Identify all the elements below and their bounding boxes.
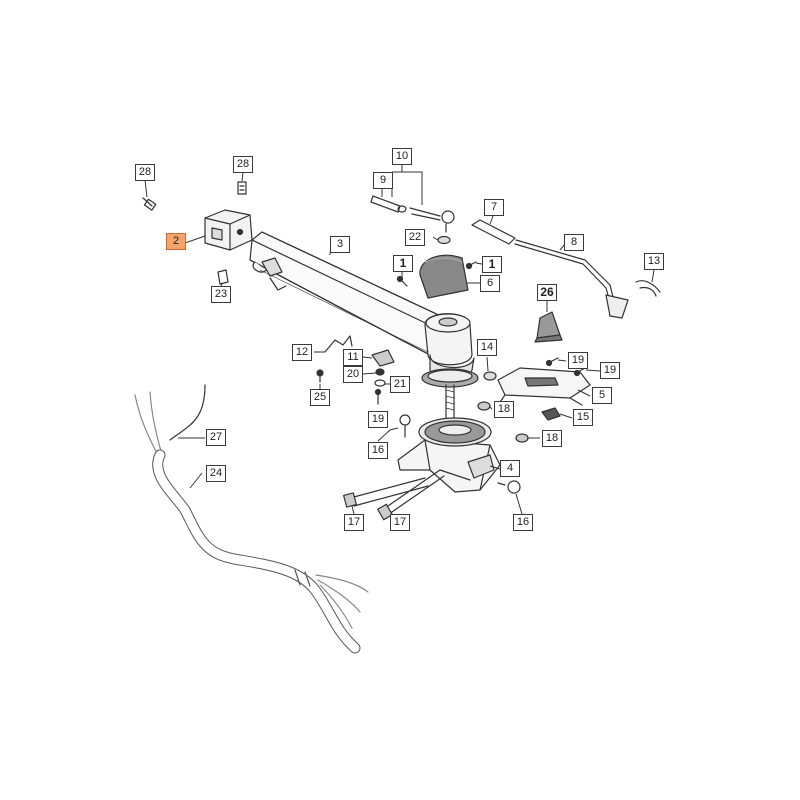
callout-20[interactable]: 20 [343, 366, 363, 383]
callout-23[interactable]: 23 [211, 286, 231, 303]
spring-12 [324, 335, 353, 353]
latch-plate-5 [497, 367, 591, 406]
callout-1-right[interactable]: 1 [482, 256, 502, 273]
eye-bolt-16-left [399, 414, 411, 438]
callout-25[interactable]: 25 [310, 389, 330, 406]
washer-21 [374, 379, 386, 387]
pad-15 [541, 407, 561, 421]
screw-1-right [465, 261, 477, 270]
bracket-part-2 [204, 209, 253, 251]
clip-11 [371, 349, 395, 367]
callout-24[interactable]: 24 [206, 465, 226, 482]
callout-22[interactable]: 22 [405, 229, 425, 246]
callout-7[interactable]: 7 [484, 199, 504, 216]
knob-26 [534, 311, 563, 343]
callout-6[interactable]: 6 [480, 275, 500, 292]
nut-14 [483, 371, 497, 381]
callout-2-highlighted[interactable]: 2 [166, 233, 186, 250]
callout-4[interactable]: 4 [500, 460, 520, 477]
callout-16-left[interactable]: 16 [368, 442, 388, 459]
callout-19-lower-right[interactable]: 19 [600, 362, 620, 379]
rod-7 [471, 219, 516, 245]
callout-18-lower[interactable]: 18 [542, 430, 562, 447]
leader-lines [144, 164, 655, 516]
callout-5[interactable]: 5 [592, 387, 612, 404]
callout-12[interactable]: 12 [292, 344, 312, 361]
bolt-28-left [142, 197, 157, 211]
callout-10[interactable]: 10 [392, 148, 412, 165]
rod-10-end [409, 207, 455, 233]
callout-28-top[interactable]: 28 [233, 156, 253, 173]
callout-3[interactable]: 3 [330, 236, 350, 253]
washer-22 [437, 235, 451, 245]
gear-ring-upper [421, 368, 479, 388]
callout-9[interactable]: 9 [373, 172, 393, 189]
eye-bolt-16-right [497, 480, 521, 494]
clip-28-top [237, 181, 247, 195]
center-shaft [445, 384, 455, 421]
callout-11[interactable]: 11 [343, 349, 363, 366]
wiring-harness [134, 384, 369, 654]
nut-18-upper [477, 401, 491, 411]
screw-19-left [374, 388, 382, 405]
main-arm-3 [249, 231, 449, 359]
clip-23 [217, 269, 229, 285]
callout-28-left[interactable]: 28 [135, 164, 155, 181]
bolts-17 [343, 469, 445, 521]
callout-26[interactable]: 26 [537, 284, 557, 301]
base-4 [397, 417, 501, 493]
callout-21[interactable]: 21 [390, 376, 410, 393]
clip-13 [635, 280, 661, 297]
screw-25 [316, 369, 324, 383]
callout-1-left[interactable]: 1 [393, 255, 413, 272]
callout-8[interactable]: 8 [564, 234, 584, 251]
rod-9 [370, 195, 407, 213]
nut-18-lower [515, 433, 529, 443]
callout-27[interactable]: 27 [206, 429, 226, 446]
callout-18-upper[interactable]: 18 [494, 401, 514, 418]
callout-19-left[interactable]: 19 [368, 411, 388, 428]
callout-17-right[interactable]: 17 [390, 514, 410, 531]
callout-13[interactable]: 13 [644, 253, 664, 270]
washer-20 [375, 368, 385, 376]
callout-15[interactable]: 15 [573, 409, 593, 426]
callout-16-right[interactable]: 16 [513, 514, 533, 531]
cover-6 [419, 254, 469, 299]
callout-17-left[interactable]: 17 [344, 514, 364, 531]
callout-19-upper-right[interactable]: 19 [568, 352, 588, 369]
rod-8 [514, 239, 629, 319]
callout-14[interactable]: 14 [477, 339, 497, 356]
